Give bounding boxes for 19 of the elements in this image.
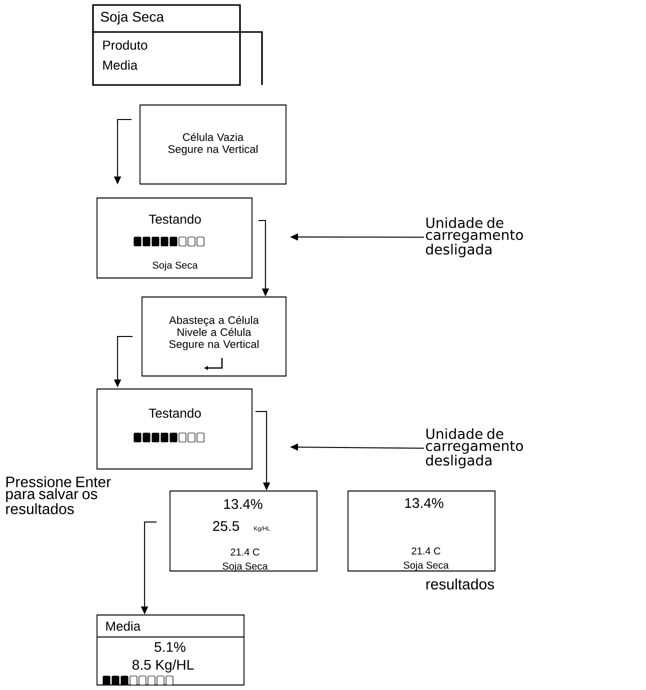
screen-text: 13.4% (224, 499, 262, 509)
screen-text: Media (106, 621, 141, 631)
note-text: Unidade de carregamento desligada (426, 217, 523, 258)
note-text: Unidade de carregamento desligada (426, 428, 523, 468)
screen-text: Testando (148, 214, 201, 224)
screen-text: Testando (148, 408, 201, 418)
screen-text: 25.5 (213, 521, 240, 531)
screen-text: 13.4% (405, 498, 444, 508)
screen-caption: resultados (426, 578, 494, 590)
screen-text: 8.5 Kg/HL (132, 659, 194, 673)
instruction-text: Pressione Enter para salvar os resultados (6, 476, 111, 514)
screen-text: 21.4 C (230, 548, 260, 556)
screen-text: 5.1% (154, 642, 186, 652)
screen-text: Soja Seca (222, 562, 268, 572)
screen-text: Célula Vazia Segure na Vertical (168, 132, 258, 156)
screen-text: Soja Seca (152, 261, 198, 271)
screen-text: Soja Seca (404, 561, 449, 571)
screen-text: Abasteça a Célula Nivele a Célula Segure na Vertical (169, 316, 259, 350)
screen-text: 21.4 C (412, 547, 440, 555)
